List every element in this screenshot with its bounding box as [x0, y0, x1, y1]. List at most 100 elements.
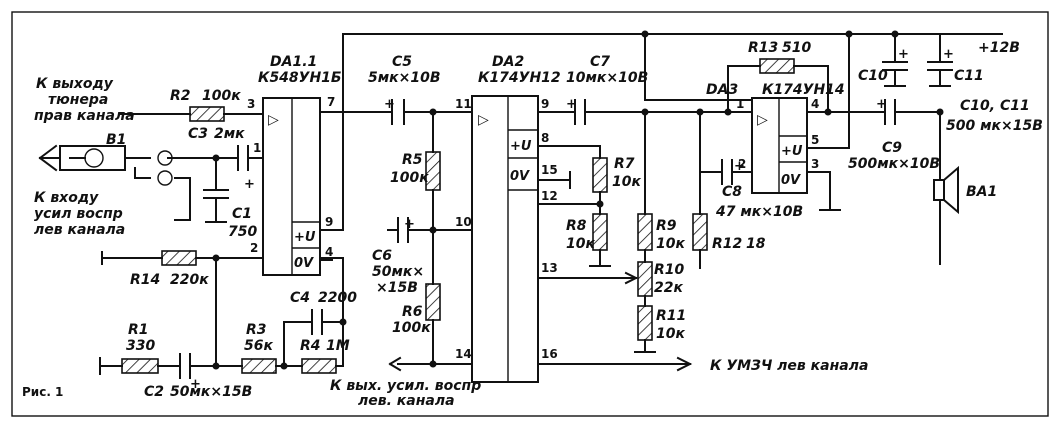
- r7-ref: R7: [614, 156, 635, 172]
- r11-ref: R11: [656, 308, 686, 324]
- input-text-1: К входу: [34, 190, 99, 206]
- r6-value: 100к: [392, 320, 431, 336]
- da1-ref: DA1.1: [270, 54, 317, 70]
- r13-ref: R13: [748, 40, 778, 56]
- c7-value: 10мк×10В: [566, 70, 648, 86]
- c8-value: 47 мк×10В: [715, 204, 803, 220]
- r14-ref: R14: [130, 272, 160, 288]
- c6-value-1: 50мк×: [372, 264, 424, 280]
- resistor-r8: [592, 213, 608, 251]
- capacitor-c10: [882, 61, 908, 87]
- capacitor-c6: [397, 217, 409, 243]
- resistor-r1: [121, 358, 159, 374]
- c1-value: 750: [228, 224, 257, 240]
- capacitor-c8: [721, 159, 733, 185]
- figure-border: [11, 11, 1049, 417]
- da2-plus-u-label: +U: [510, 139, 532, 154]
- c5-plus-mark: +: [384, 97, 395, 112]
- resistor-r5: [425, 151, 441, 191]
- resistor-r13: [759, 58, 795, 74]
- da2-pin-11: 11: [455, 97, 472, 111]
- r10-ref: R10: [654, 262, 685, 278]
- r11-value: 10к: [656, 326, 685, 342]
- jack-b1: [59, 145, 173, 186]
- c4-ref: C4: [290, 290, 310, 306]
- c5-ref: C5: [392, 54, 412, 70]
- capacitors: + + + + + + + + +: [179, 47, 954, 392]
- da2-ref: DA2: [492, 54, 524, 70]
- da2-pin-8: 8: [541, 131, 549, 145]
- r4-value: 1М: [326, 338, 350, 354]
- da1-pin-2: 2: [250, 241, 258, 255]
- ic-da1: ▷ +U 0V DA1.1 К548УН1Б 3 1 7 2 9 4: [247, 54, 342, 276]
- c2-value: 50мк×15В: [170, 384, 252, 400]
- da3-pin-1: 1: [736, 97, 744, 111]
- da3-ref: DA3: [706, 82, 738, 98]
- r1-ref: R1: [128, 322, 149, 338]
- r14-value: 220к: [170, 272, 209, 288]
- r9-value: 10к: [656, 236, 685, 252]
- c5-value: 5мк×10В: [368, 70, 441, 86]
- da3-plus-u-label: +U: [781, 144, 803, 159]
- c8-plus-mark: +: [734, 159, 745, 174]
- capacitor-c7: [574, 99, 586, 125]
- r5-ref: R5: [402, 152, 423, 168]
- out-text-2: лев. канала: [358, 393, 455, 409]
- capacitor-c5: [391, 99, 405, 125]
- resistor-r4: [301, 358, 337, 374]
- r5-value: 100к: [390, 170, 429, 186]
- c8-ref: C8: [722, 184, 742, 200]
- c11-plus-mark: +: [943, 47, 954, 62]
- da3-pin-4: 4: [811, 97, 819, 111]
- c2-plus-mark: +: [190, 377, 201, 392]
- r8-ref: R8: [566, 218, 587, 234]
- capacitor-c1: [203, 189, 229, 199]
- da3-amp-symbol: ▷: [757, 112, 768, 128]
- c6-ref: C6: [372, 248, 392, 264]
- da3-zero-v-label: 0V: [781, 173, 801, 188]
- da2-pin-15: 15: [541, 163, 558, 177]
- c9-plus-mark: +: [876, 97, 887, 112]
- da2-pin-16: 16: [541, 347, 558, 361]
- resistor-r6: [425, 283, 441, 321]
- r2-value: 100к: [202, 88, 241, 104]
- r12-ref: R12: [712, 236, 742, 252]
- c3-ref: C3: [188, 126, 208, 142]
- c7-ref: C7: [590, 54, 610, 70]
- resistor-r2: [189, 106, 225, 122]
- r6-ref: R6: [402, 304, 423, 320]
- r4-ref: R4: [300, 338, 321, 354]
- da3-pin-5: 5: [811, 133, 819, 147]
- da1-pin-4: 4: [325, 245, 333, 259]
- tuner-text-2: тюнера: [48, 92, 108, 108]
- da1-pin-3: 3: [247, 97, 255, 111]
- c10-c11-ref: C10, C11: [960, 98, 1030, 114]
- da1-amp-symbol: ▷: [268, 112, 279, 128]
- c9-value: 500мк×10В: [848, 156, 940, 172]
- c10-plus-mark: +: [898, 47, 909, 62]
- da1-part: К548УН1Б: [258, 70, 342, 86]
- r2-ref: R2: [170, 88, 191, 104]
- capacitor-c3: [237, 145, 249, 171]
- ic-da2: ▷ +U 0V DA2 К174УН12 11 9 8 15 12 10 13 …: [455, 54, 561, 383]
- resistor-r7: [592, 157, 608, 193]
- figure-label: Рис. 1: [22, 385, 63, 399]
- r13-value: 510: [782, 40, 811, 56]
- b1-ref: В1: [106, 132, 126, 148]
- r3-value: 56к: [244, 338, 273, 354]
- speaker-ba1: [933, 165, 959, 215]
- r9-ref: R9: [656, 218, 677, 234]
- umzch-text: К УМЗЧ лев канала: [710, 358, 868, 374]
- da2-pin-9: 9: [541, 97, 549, 111]
- resistor-r3: [241, 358, 277, 374]
- c4-value: 2200: [318, 290, 357, 306]
- c3-value: 2мк: [214, 126, 245, 142]
- da2-pin-14: 14: [455, 347, 472, 361]
- junction-dots: [212, 30, 944, 370]
- c3-plus-mark: +: [244, 177, 255, 192]
- r1-value: 330: [126, 338, 155, 354]
- c11-ref: C11: [954, 68, 984, 84]
- c10-c11-value: 500 мк×15В: [946, 118, 1043, 134]
- capacitor-c9: [884, 99, 896, 125]
